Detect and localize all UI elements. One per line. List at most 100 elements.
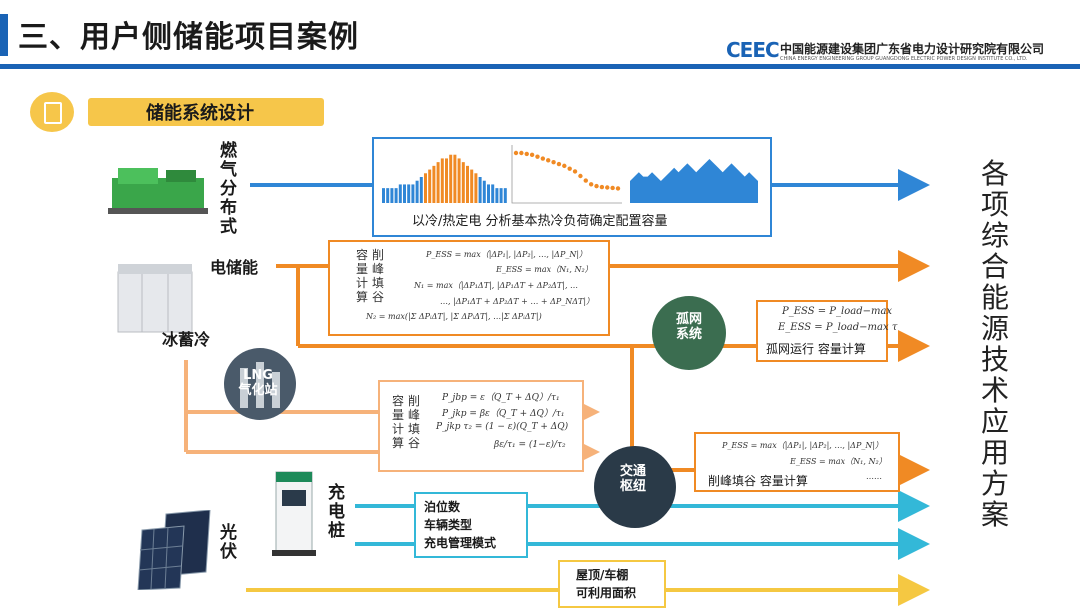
clipboard-icon (44, 102, 62, 124)
island-box (756, 300, 888, 362)
load-curve-point (513, 150, 519, 156)
section-pill (88, 98, 324, 126)
peak1-title-col2: 削峰填谷 (372, 248, 385, 304)
institute-name-en: CHINA ENERGY ENGINEERING GROUP GUANGDONG… (780, 56, 1028, 62)
load-curve-point (524, 151, 529, 157)
gas-bar (487, 184, 490, 203)
gas-bar (491, 184, 495, 203)
load-curve-point (535, 154, 540, 159)
gas-bar (419, 177, 423, 203)
load-curve-axis (511, 145, 622, 204)
pv-line-1: 屋顶/车棚 (576, 568, 629, 582)
section-label: 储能系统设计 (146, 103, 254, 124)
load-curve-point (572, 169, 578, 174)
gas-bar (478, 177, 482, 203)
lng-station-image (222, 346, 298, 422)
peak1-formula-4: …, |ΔP₁ΔT + ΔP₂ΔT + … + ΔP_NΔT|） (440, 297, 595, 306)
load-curve-point (551, 160, 556, 165)
area-chart (630, 159, 758, 203)
island-system-image (652, 296, 726, 370)
gas-bar (449, 154, 453, 203)
load-curve-point (615, 186, 621, 191)
gas-bar (461, 162, 465, 203)
gas-bar (394, 188, 398, 203)
peak2-formula-1: P_jbp = ε（Q_T + ΔQ）/τ₁ (442, 393, 560, 403)
peak-shaving-box-2 (378, 380, 584, 472)
section-icon (30, 92, 74, 132)
title-bar (0, 0, 1080, 70)
gas-bar (440, 158, 444, 203)
gas-bar (382, 188, 385, 203)
gas-label: 燃气分布式 (220, 141, 237, 237)
title-accent (0, 14, 8, 56)
gas-bar (474, 173, 478, 203)
island-formula-2: E_ESS = P_load−max τ (778, 322, 898, 333)
gas-bar (424, 173, 427, 203)
charging-label: 充电桩 (328, 483, 345, 541)
traffic-formula-2: E_ESS = max（N₁, N₂） (790, 457, 887, 466)
charging-info-box (414, 492, 528, 558)
load-curve-point (556, 161, 562, 167)
gas-bar (411, 184, 415, 203)
load-curve-point (546, 158, 551, 163)
traffic-formula-1: P_ESS = max（|ΔP₁|, |ΔP₂|, …, |ΔP_N|） (722, 441, 884, 450)
traffic-box (694, 432, 900, 492)
island-system-label: 孤网系统 (675, 312, 702, 342)
peak2-title-col1: 容量计算 (392, 394, 405, 450)
ice-storage-label: 冰蓄冷 (162, 330, 211, 349)
gas-bar (466, 165, 469, 203)
load-curve-point (578, 173, 583, 179)
traffic-hub-image (594, 446, 676, 528)
peak1-title-col1: 容量计算 (356, 248, 369, 304)
gas-bar (495, 188, 499, 203)
peak2-formula-4: βε/τ₁ = (1−ε)/τ₂ (494, 440, 566, 450)
pv-line-2: 可利用面积 (576, 586, 637, 600)
gas-bar (499, 188, 503, 203)
traffic-formula-3: …… (866, 472, 882, 481)
charging-line-2: 车辆类型 (424, 518, 473, 532)
ceec-logo: CEEC (726, 38, 780, 62)
load-curve-point (610, 185, 615, 191)
gas-bar (503, 188, 507, 203)
island-formula-1: P_ESS = P_load−max (782, 306, 893, 317)
gas-bar (470, 169, 474, 203)
load-curve-point (605, 185, 610, 190)
load-curve-point (594, 183, 599, 189)
gas-caption: 以冷/热定电 分析基本热冷负荷确定配置容量 (412, 214, 668, 229)
load-curve-point (519, 150, 524, 156)
page-title: 三、用户侧储能项目案例 (18, 20, 359, 55)
header-divider (0, 64, 1080, 69)
traffic-hub-label: 交通枢纽 (619, 464, 646, 494)
gas-bar (428, 169, 432, 203)
gas-bar (457, 158, 461, 203)
load-curve-point (567, 166, 572, 171)
electric-storage-label: 电储能 (210, 258, 259, 277)
island-caption: 孤网运行 容量计算 (766, 342, 866, 356)
load-curve-point (599, 184, 605, 190)
load-curve-point (540, 156, 546, 161)
gas-bar (482, 180, 486, 203)
gas-bar (386, 188, 390, 203)
peak1-formula-1: P_ESS = max（|ΔP₁|, |ΔP₂|, …, |ΔP_N|） (426, 250, 588, 259)
charging-line-1: 泊位数 (424, 500, 461, 514)
peak1-formula-2: E_ESS = max（N₁, N₂） (496, 265, 593, 274)
pv-label: 光伏 (220, 523, 237, 562)
logo-text: CEEC (726, 38, 780, 62)
gas-generator-image (108, 160, 212, 218)
peak1-formula-5: N₂ = max(|Σ ΔPᵢΔT|, |Σ ΔPᵢΔT|, …|Σ ΔPᵢΔT… (366, 312, 542, 321)
gas-bar (390, 188, 394, 203)
peak-shaving-box-1 (328, 240, 610, 336)
load-curve-point (562, 163, 567, 169)
gas-bar (445, 158, 448, 203)
gas-bar (436, 162, 440, 203)
gas-bar (432, 165, 436, 203)
load-curve-point (529, 152, 535, 158)
solar-panel-image (136, 509, 212, 591)
load-curve-point (583, 178, 588, 183)
gas-bar (403, 184, 406, 203)
traffic-caption: 削峰填谷 容量计算 (708, 474, 808, 488)
charging-line-3: 充电管理模式 (424, 536, 497, 550)
gas-bar (398, 184, 402, 203)
gas-bar (453, 154, 457, 203)
peak2-title-col2: 削峰填谷 (408, 394, 421, 450)
